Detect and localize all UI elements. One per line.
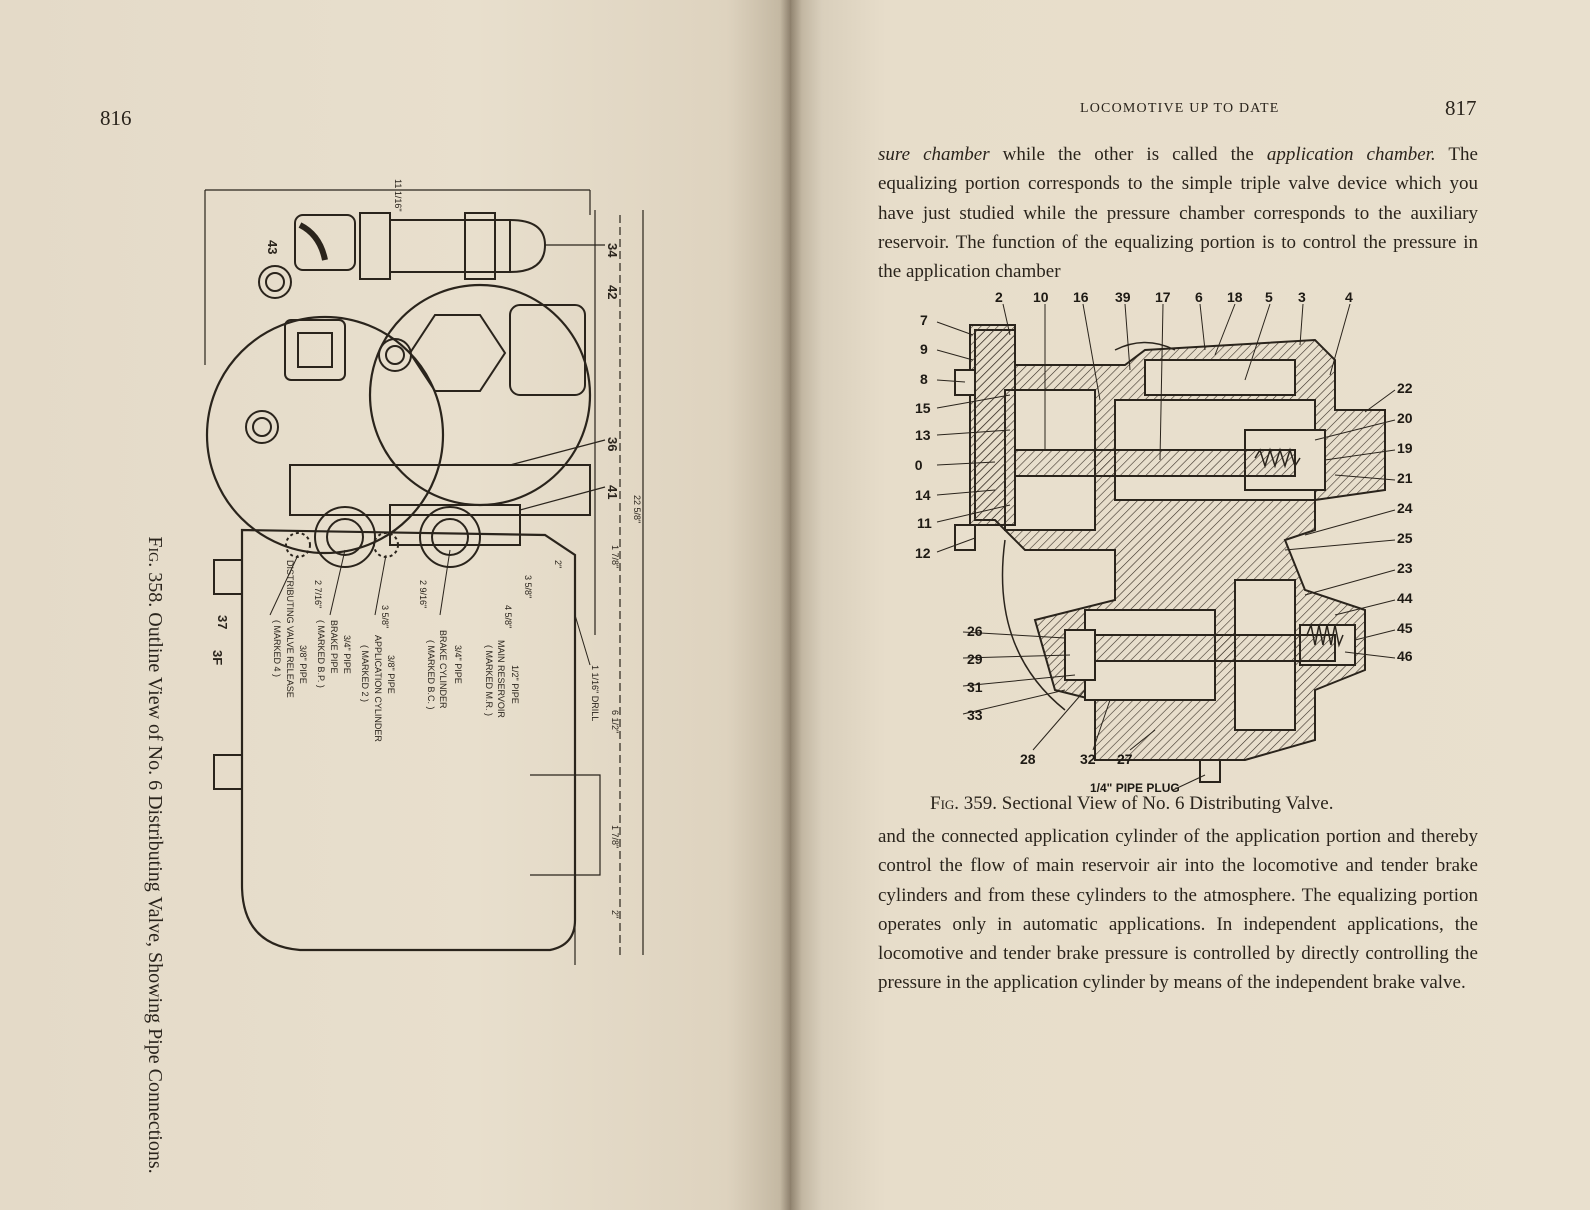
fig358-dim-8: 6 1/2" bbox=[610, 710, 620, 733]
fig359-label-26: 26 bbox=[967, 623, 983, 639]
left-page: 816 bbox=[0, 0, 790, 1210]
fig359-label-12: 12 bbox=[915, 545, 931, 561]
fig358-pipe-dvr-mark: ( MARKED 4 ) bbox=[272, 620, 282, 677]
fig358-dim-1: 1 7/8" bbox=[610, 545, 620, 568]
fig358-pipe-bp-name: BRAKE PIPE bbox=[329, 620, 339, 674]
fig358-pipe-dvr-name: DISTRIBUTING VALVE RELEASE bbox=[285, 560, 295, 698]
paragraph-bottom-text: and the connected application cylinder o… bbox=[878, 826, 1478, 994]
figure-358-drawing: 43 34 42 36 41 37 3F 11 1/16" 22 5/8" 1 … bbox=[204, 179, 644, 965]
fig359-label-28: 28 bbox=[1020, 751, 1036, 767]
right-page-number: 817 bbox=[1445, 96, 1477, 120]
fig359-label-16: 16 bbox=[1073, 290, 1089, 305]
fig358-label-34: 34 bbox=[605, 243, 620, 258]
fig359-label-17: 17 bbox=[1155, 290, 1171, 305]
fig359-label-32: 32 bbox=[1080, 751, 1096, 767]
paragraph-top-text-2: The equalizing portion corresponds to th… bbox=[878, 144, 1478, 283]
fig358-pipe-bp-mark: ( MARKED B.P. ) bbox=[316, 620, 326, 688]
fig359-label-9: 9 bbox=[920, 341, 928, 357]
figure-358-caption: Fig. 358. Outline View of No. 6 Distribu… bbox=[141, 520, 168, 1190]
fig359-label-13: 13 bbox=[915, 427, 931, 443]
fig358-dim-10: 2" bbox=[610, 910, 620, 918]
fig359-label-8: 8 bbox=[920, 371, 928, 387]
fig358-label-42: 42 bbox=[605, 285, 620, 299]
term-application-chamber: application chamber. bbox=[1266, 144, 1436, 165]
term-pressure-chamber: sure chamber bbox=[878, 144, 990, 165]
fig358-pipe-ac-mark: ( MARKED 2 ) bbox=[360, 645, 370, 702]
fig358-label-37: 37 bbox=[215, 615, 230, 629]
fig359-label-31: 31 bbox=[967, 679, 983, 695]
figure-359-caption-text: Sectional View of No. 6 Distributing Val… bbox=[1001, 793, 1334, 814]
fig358-pipe-ac-name: APPLICATION CYLINDER bbox=[373, 635, 383, 742]
paragraph-bottom: and the connected application cylinder o… bbox=[878, 822, 1478, 998]
fig358-pipe-bp-size: 3/4" PIPE bbox=[342, 635, 352, 674]
fig359-label-23: 23 bbox=[1397, 560, 1413, 576]
figure-359-drawing: 2 10 16 39 17 6 18 5 3 4 7 9 8 15 13 40 … bbox=[915, 290, 1413, 795]
fig358-dim-9: 1 7/8" bbox=[610, 825, 620, 848]
fig358-label-3f: 3F bbox=[210, 650, 225, 665]
fig359-label-24: 24 bbox=[1397, 500, 1413, 516]
fig359-label-11: 11 bbox=[917, 515, 932, 531]
fig358-pipe-mr-mark: ( MARKED M.R. ) bbox=[484, 645, 494, 716]
right-page: LOCOMOTIVE UP TO DATE 817 sure chamber w… bbox=[790, 0, 1590, 1210]
fig358-pipe-bc-mark: ( MARKED B.C. ) bbox=[426, 640, 436, 710]
figure-358-caption-lead: Fig. 358. bbox=[144, 536, 166, 608]
fig358-pipe-bc-size: 3/4" PIPE bbox=[453, 645, 463, 684]
left-page-number: 816 bbox=[100, 106, 132, 130]
fig359-label-20: 20 bbox=[1397, 410, 1413, 426]
fig359-label-10: 10 bbox=[1033, 290, 1049, 305]
fig359-label-21: 21 bbox=[1397, 470, 1413, 486]
fig358-label-41: 41 bbox=[605, 485, 620, 499]
fig359-label-14: 14 bbox=[915, 487, 931, 503]
book-gutter bbox=[780, 0, 802, 1210]
fig359-label-39: 39 bbox=[1115, 290, 1131, 305]
fig359-label-25: 25 bbox=[1397, 530, 1413, 546]
fig359-label-3: 3 bbox=[1298, 290, 1306, 305]
fig359-label-46: 46 bbox=[1397, 648, 1413, 664]
fig359-label-44: 44 bbox=[1397, 590, 1413, 606]
fig359-label-6: 6 bbox=[1195, 290, 1203, 305]
fig358-pipe-ac-size: 3/8" PIPE bbox=[386, 655, 396, 694]
fig358-dim-2: 3 5/8" bbox=[523, 575, 533, 598]
paragraph-top: sure chamber while the other is called t… bbox=[878, 140, 1478, 286]
fig358-dim-5: 3 5/8" bbox=[380, 605, 390, 628]
fig358-label-36: 36 bbox=[605, 437, 620, 451]
paragraph-top-text-1: while the other is called the bbox=[989, 144, 1267, 165]
fig358-drill-label: 1 1/16" DRILL bbox=[590, 665, 600, 721]
figure-358-caption-text: Outline View of No. 6 Distributing Valve… bbox=[144, 612, 166, 1174]
fig359-pipe-plug-label: 1/4" PIPE PLUG bbox=[1090, 781, 1180, 795]
fig358-dim-overall-height: 22 5/8" bbox=[632, 495, 642, 523]
fig358-pipe-mr-size: 1/2" PIPE bbox=[510, 665, 520, 704]
fig358-dim-3: 4 5/8" bbox=[503, 605, 513, 628]
fig358-label-43: 43 bbox=[265, 240, 280, 254]
fig359-label-4: 4 bbox=[1345, 290, 1353, 305]
fig358-pipe-mr-name: MAIN RESERVOIR bbox=[496, 640, 506, 718]
fig358-dim-4: 2" bbox=[553, 560, 563, 568]
fig359-label-15: 15 bbox=[915, 400, 931, 416]
fig358-pipe-bc-name: BRAKE CYLINDER bbox=[438, 630, 448, 709]
fig359-label-27: 27 bbox=[1117, 751, 1133, 767]
fig359-label-5: 5 bbox=[1265, 290, 1273, 305]
fig359-label-19: 19 bbox=[1397, 440, 1413, 456]
running-head: LOCOMOTIVE UP TO DATE bbox=[1080, 101, 1280, 116]
fig359-label-18: 18 bbox=[1227, 290, 1243, 305]
fig359-label-29: 29 bbox=[967, 651, 983, 667]
figure-359-caption: Fig. 359. Sectional View of No. 6 Distri… bbox=[930, 793, 1450, 815]
fig359-label-7: 7 bbox=[920, 312, 928, 328]
fig359-label-2: 2 bbox=[995, 290, 1003, 305]
fig358-dim-7: 2 7/16" bbox=[313, 580, 323, 608]
fig359-label-33: 33 bbox=[967, 707, 983, 723]
fig359-label-40: 40 bbox=[915, 457, 923, 473]
fig358-pipe-dvr-size: 3/8" PIPE bbox=[298, 645, 308, 684]
fig358-dim-6: 2 9/16" bbox=[418, 580, 428, 608]
fig359-label-45: 45 bbox=[1397, 620, 1413, 636]
figure-359-caption-lead: Fig. 359. bbox=[930, 793, 998, 814]
fig359-label-22: 22 bbox=[1397, 380, 1413, 396]
fig358-dim-overall-width: 11 1/16" bbox=[393, 179, 403, 212]
